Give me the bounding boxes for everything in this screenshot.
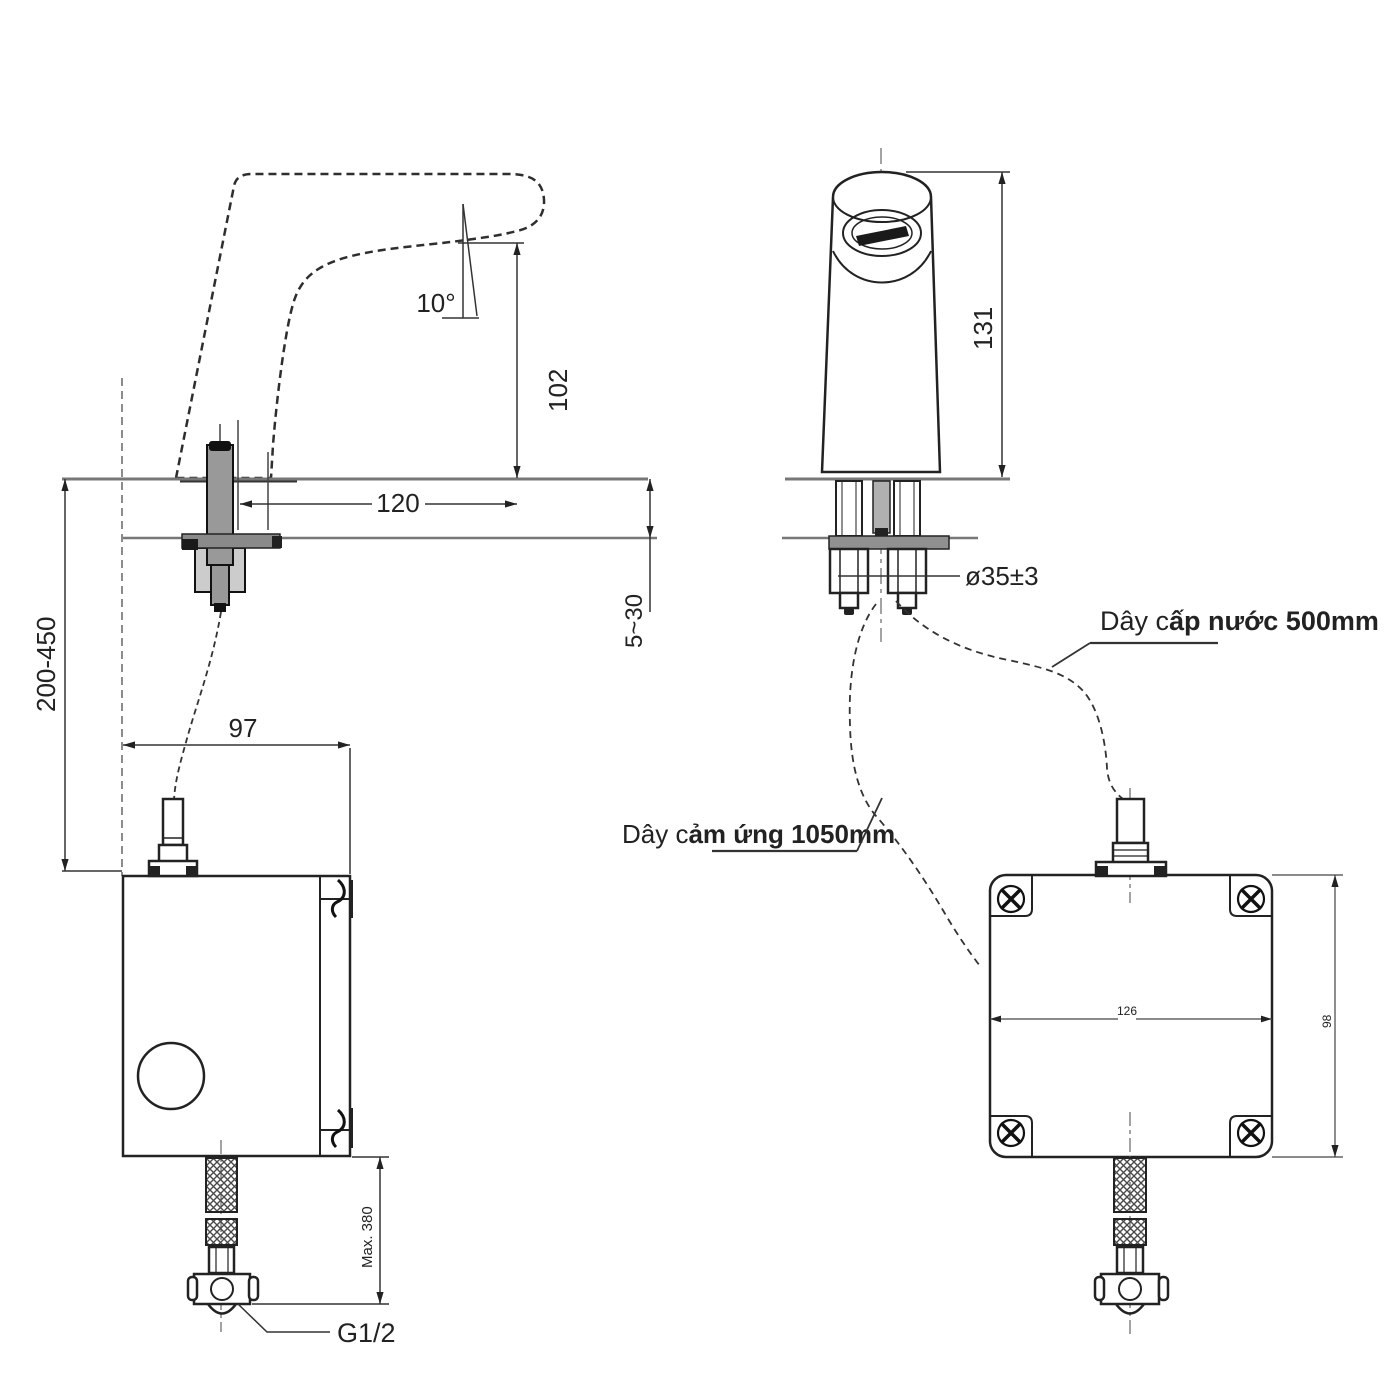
dim-200-450: 200-450	[31, 479, 122, 872]
thread-callout: G1/2	[237, 1303, 396, 1348]
sensor-plug-side	[147, 797, 199, 878]
dim-120: 120	[240, 488, 517, 518]
screw-top-left	[996, 884, 1026, 914]
side-view: 120 102 10° 5~30	[31, 172, 657, 1348]
dim-5-30: 5~30	[621, 479, 654, 648]
sensor-plug-front	[1094, 788, 1168, 1335]
screw-bottom-left	[996, 1118, 1026, 1148]
sensor-cable-callout: Dây cảm ứng 1050mm	[622, 797, 895, 853]
front-view: 131 ø3	[622, 148, 1379, 1335]
dim-200-450-label: 200-450	[31, 617, 61, 712]
sensor-cable-side	[173, 611, 222, 801]
dim-102-label: 102	[543, 369, 573, 412]
under-counter-fittings	[828, 480, 950, 615]
dim-box-width: 126	[990, 1004, 1272, 1023]
dim-max-380: Max. 380	[252, 1156, 389, 1305]
sensor-cable-front	[848, 603, 981, 967]
dim-max-380-label: Max. 380	[359, 1206, 376, 1268]
dim-box-width-label: 126	[1117, 1004, 1137, 1018]
spout-slot	[856, 226, 909, 246]
supply-hose-callout: Dây cấp nước 500mm	[1051, 606, 1379, 668]
dim-hole-dia-label: ø35±3	[965, 561, 1039, 591]
dim-97-label: 97	[229, 713, 258, 743]
dim-box-height: 98	[1272, 874, 1343, 1158]
thread-label: G1/2	[337, 1318, 396, 1348]
angle-indicator: 10°	[416, 203, 479, 319]
dim-120-label: 120	[376, 488, 419, 518]
supply-hose-bottom-front	[1093, 1157, 1170, 1315]
mounting-shank	[181, 420, 282, 612]
controller-box-side	[121, 874, 353, 1158]
dim-131: 131	[906, 171, 1010, 477]
supply-hose-front	[895, 600, 1124, 800]
supply-hose-label: Dây cấp nước 500mm	[1100, 606, 1379, 636]
dim-97: 97	[123, 713, 351, 874]
dim-131-label: 131	[968, 307, 998, 350]
dim-102: 102	[458, 242, 573, 478]
dim-box-height-label: 98	[1320, 1014, 1334, 1028]
screw-bottom-right	[1236, 1118, 1266, 1148]
sensor-cable-label: Dây cảm ứng 1050mm	[622, 819, 895, 849]
dim-hole-dia: ø35±3	[838, 561, 1039, 591]
dim-5-30-label: 5~30	[621, 594, 648, 648]
angle-label: 10°	[416, 288, 455, 318]
screw-top-right	[1236, 884, 1266, 914]
controller-box-front: 126 98	[988, 873, 1343, 1159]
box-hole	[136, 1041, 206, 1111]
faucet-side-outline	[174, 172, 546, 480]
faucet-front	[820, 170, 942, 474]
supply-hose-side	[186, 1140, 260, 1332]
